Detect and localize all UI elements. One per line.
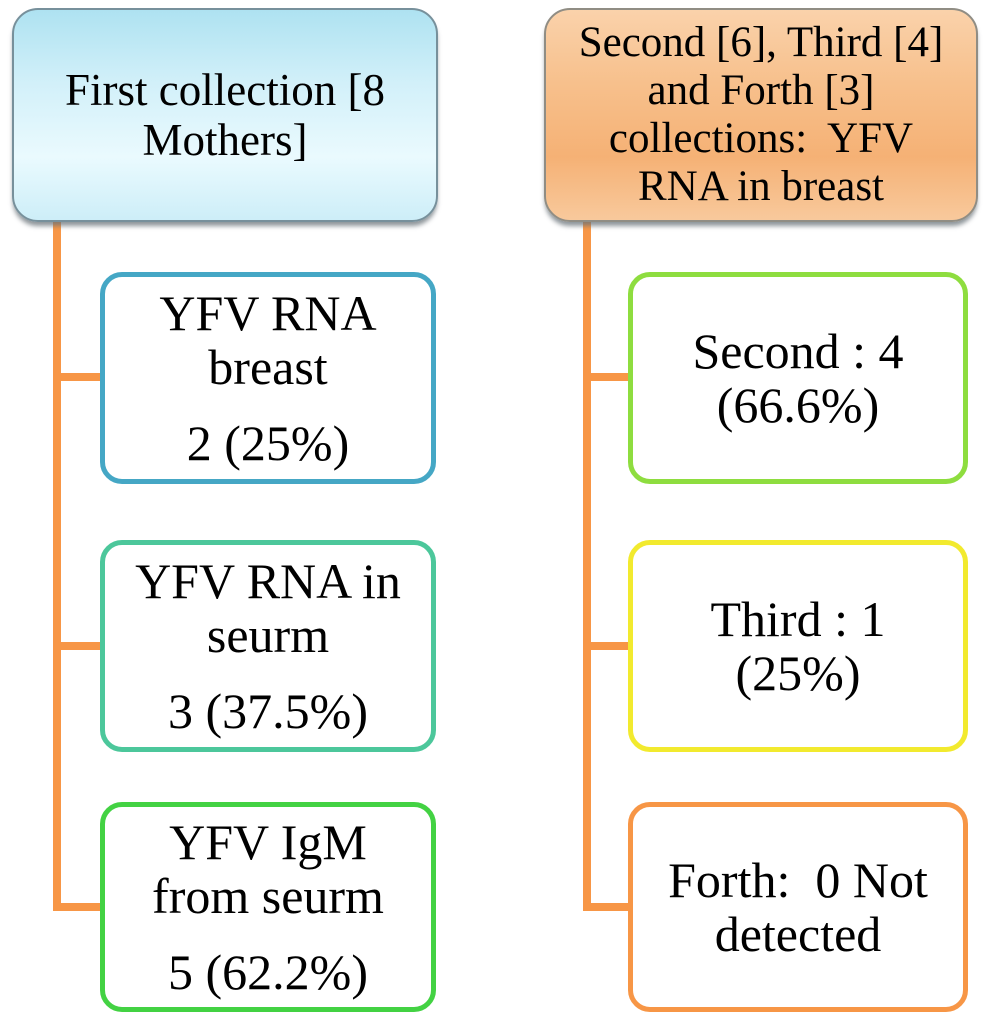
box-value: 3 (37.5%) xyxy=(168,683,368,739)
later-collections-text-line: collections: YFV xyxy=(608,115,914,162)
connector-trunk-right xyxy=(583,218,591,911)
third-collection-box: Third : 1 (25%) xyxy=(628,540,968,752)
box-label-line: YFV RNA xyxy=(159,285,377,341)
first-collection-root-box: First collection [8 Mothers] xyxy=(12,8,438,222)
box-label-line: Third : 1 xyxy=(710,591,886,647)
connector-branch-right-3 xyxy=(583,903,632,911)
connector-branch-left-3 xyxy=(53,903,104,911)
box-label-line: detected xyxy=(714,906,882,962)
connector-branch-right-2 xyxy=(583,642,632,650)
box-label-line: (25%) xyxy=(735,645,861,701)
yfv-rna-breast-box: YFV RNA breast 2 (25%) xyxy=(100,272,436,484)
box-label-line: YFV IgM xyxy=(169,814,367,870)
fourth-collection-box: Forth: 0 Not detected xyxy=(628,802,968,1012)
later-collections-text-line: and Forth [3] xyxy=(647,66,875,114)
connector-branch-left-1 xyxy=(53,373,104,381)
yfv-rna-serum-box: YFV RNA in seurm 3 (37.5%) xyxy=(100,540,436,752)
connector-trunk-left xyxy=(53,218,61,911)
connector-branch-left-2 xyxy=(53,642,104,650)
box-label-line: YFV RNA in xyxy=(135,553,401,609)
later-collections-text-line: RNA in breast xyxy=(637,163,885,211)
box-label-line: breast xyxy=(208,339,328,395)
first-collection-text-line: First collection [8 xyxy=(65,64,385,115)
box-label-line: Forth: 0 Not xyxy=(668,852,928,908)
later-collections-text-line: Second [6], Third [4] xyxy=(578,18,944,66)
first-collection-text-line: Mothers] xyxy=(142,115,308,165)
yfv-igm-serum-box: YFV IgM from seurm 5 (62.2%) xyxy=(100,802,436,1012)
later-collections-root-box: Second [6], Third [4] and Forth [3] coll… xyxy=(544,8,978,222)
second-collection-box: Second : 4 (66.6%) xyxy=(628,272,968,484)
connector-branch-right-1 xyxy=(583,373,632,381)
box-label-line: from seurm xyxy=(152,868,384,924)
box-label-line: Second : 4 xyxy=(692,323,904,379)
box-value: 2 (25%) xyxy=(186,415,350,471)
box-value: 5 (62.2%) xyxy=(168,944,368,1000)
box-label-line: seurm xyxy=(206,607,330,663)
box-label-line: (66.6%) xyxy=(716,377,880,433)
